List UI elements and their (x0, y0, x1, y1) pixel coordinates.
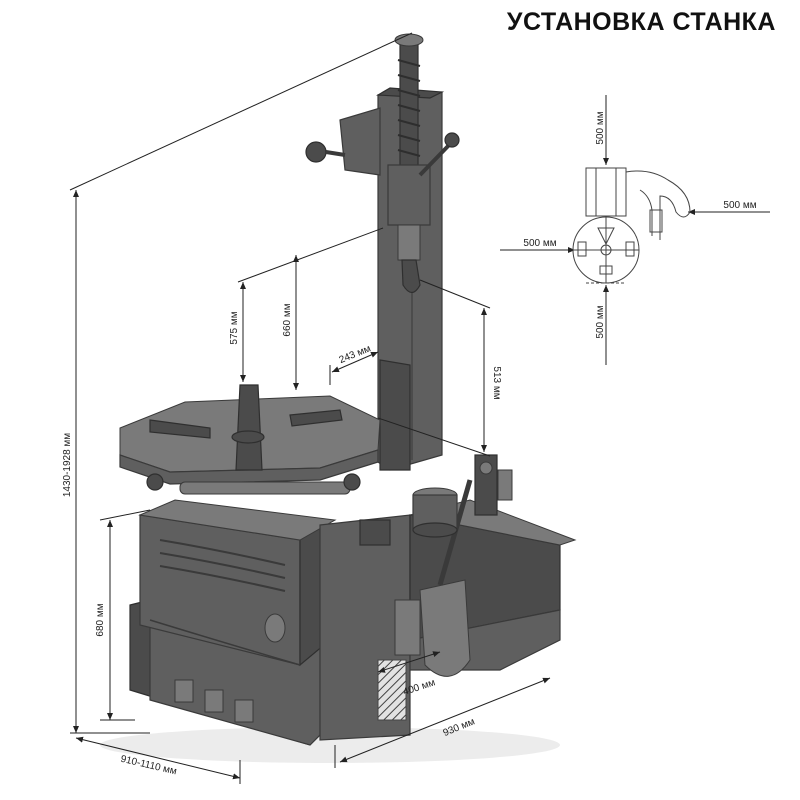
clearance-left-label: 500 мм (523, 238, 556, 249)
clearance-top-label: 500 мм (595, 111, 606, 144)
dim-clamp-575-label: 575 мм (229, 311, 240, 344)
dimension-lines: 1430-1928 мм 680 мм 575 мм 660 мм 243 мм… (62, 32, 551, 784)
dim-clamp-660-label: 660 мм (282, 303, 293, 336)
clearance-plan-view: 500 мм 500 мм 500 мм 500 мм (500, 95, 770, 365)
dim-base-height-label: 680 мм (95, 603, 106, 636)
dim-arm-243-label: 243 мм (338, 343, 373, 366)
clearance-bottom-label: 500 мм (595, 305, 606, 338)
dim-height-label: 1430-1928 мм (62, 433, 73, 497)
dim-column-513-label: 513 мм (491, 366, 502, 399)
clearance-right-label: 500 мм (723, 200, 756, 211)
tire-changer-machine (100, 33, 577, 763)
page-title: УСТАНОВКА СТАНКА (506, 8, 776, 36)
